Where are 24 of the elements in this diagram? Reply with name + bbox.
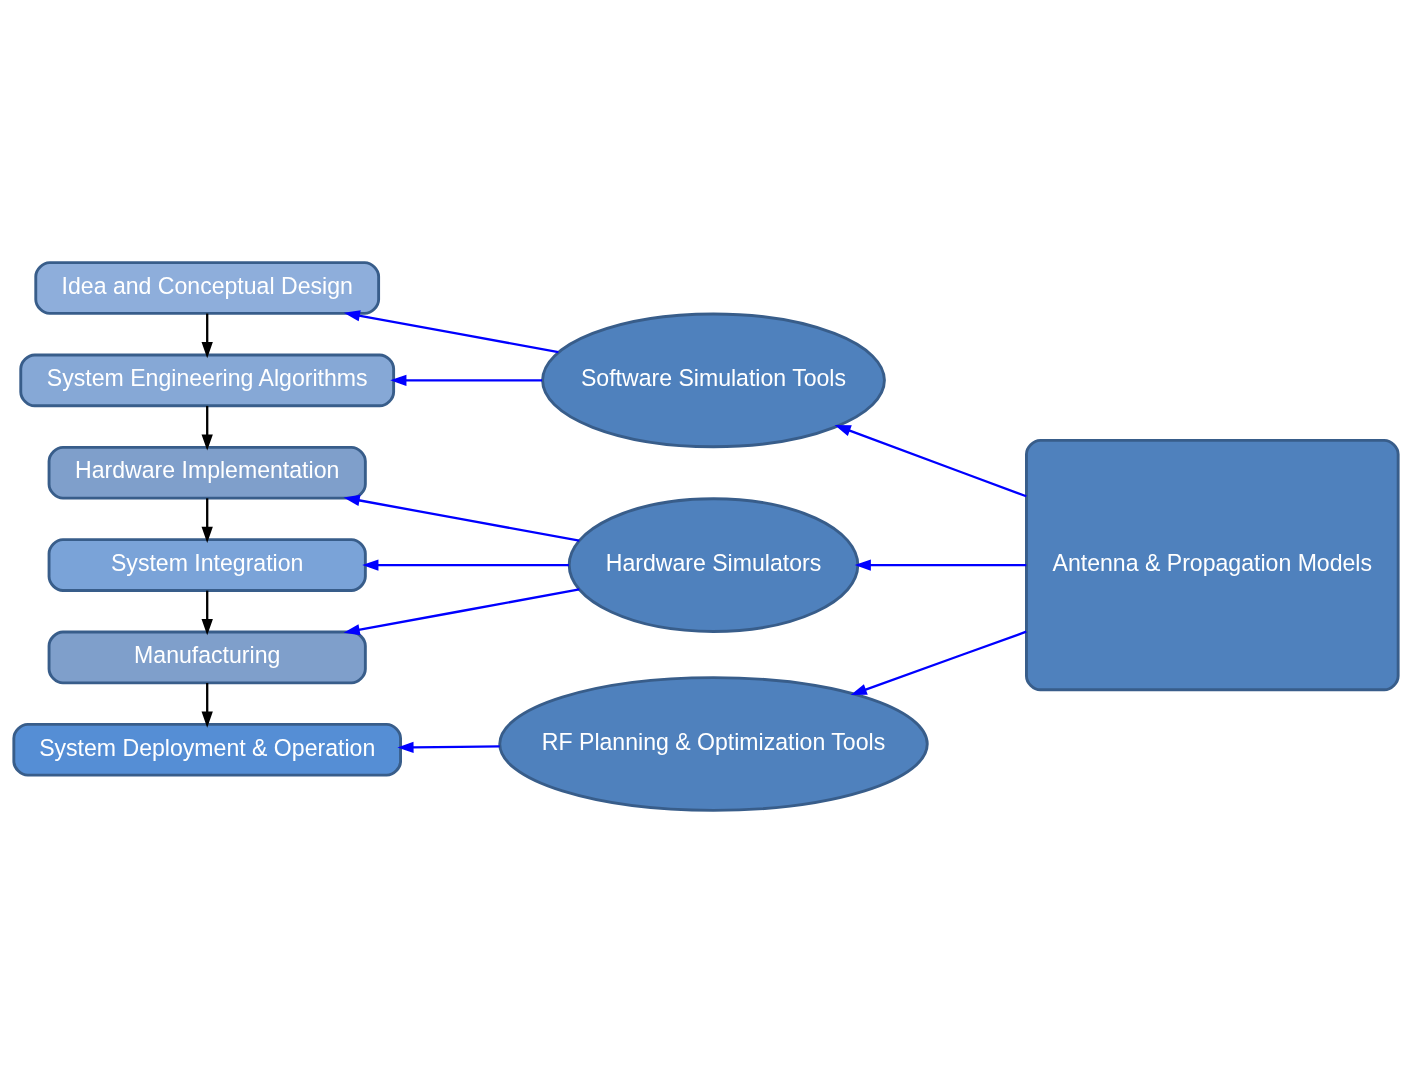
node-box: Manufacturing xyxy=(47,630,367,685)
arrow xyxy=(362,559,569,571)
node-box: System Integration xyxy=(47,538,367,592)
node-ellipse: RF Planning & Optimization Tools xyxy=(498,676,929,812)
node-box: Antenna & Propagation Models xyxy=(1025,438,1400,692)
arrow xyxy=(397,741,500,754)
node-box: Idea and Conceptual Design xyxy=(34,261,381,315)
node-box: System Deployment & Operation xyxy=(12,722,402,777)
node-ellipse: Hardware Simulators xyxy=(567,497,860,633)
arrow xyxy=(201,498,213,543)
arrow xyxy=(343,588,580,636)
arrow xyxy=(201,590,213,636)
node-box: Hardware Implementation xyxy=(47,445,367,500)
arrow xyxy=(343,310,559,354)
arrow xyxy=(201,682,213,728)
arrow xyxy=(201,313,213,359)
node-ellipse: Software Simulation Tools xyxy=(541,312,886,449)
arrow xyxy=(390,374,543,387)
node-box: System Engineering Algorithms xyxy=(19,353,396,408)
arrow xyxy=(834,425,1027,498)
arrow xyxy=(854,559,1027,571)
arrow xyxy=(343,494,580,542)
arrow xyxy=(850,630,1027,695)
arrow xyxy=(201,405,213,451)
